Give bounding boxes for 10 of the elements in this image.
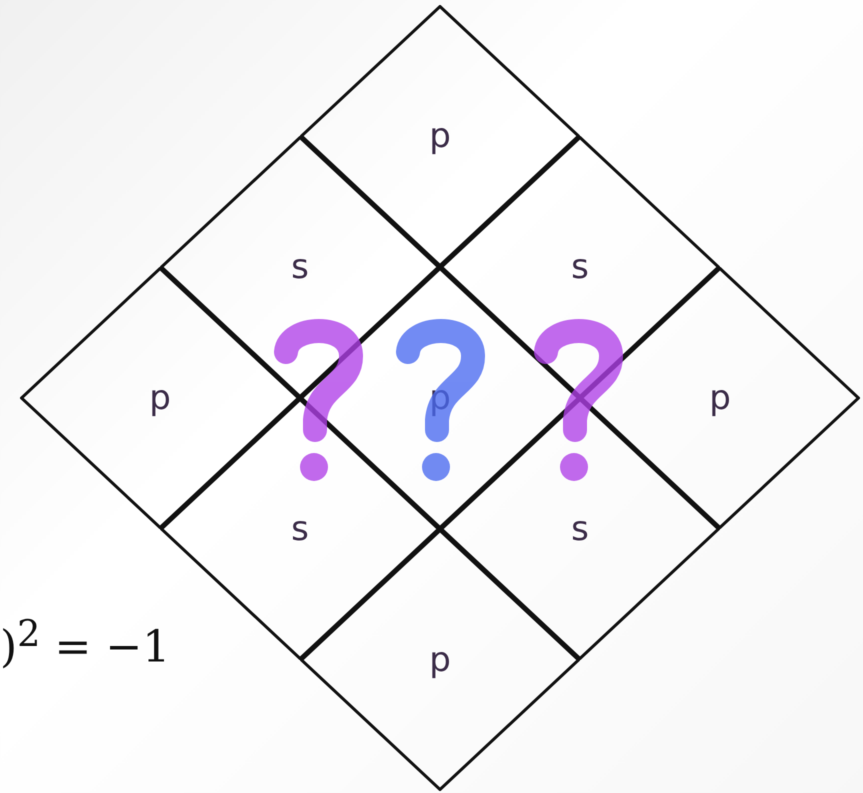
cell-letter: p <box>148 378 172 418</box>
cell-letter: p <box>428 378 452 418</box>
cell-letter: s <box>570 247 590 287</box>
equation-text: )$^{2}$ = −1 <box>0 612 170 673</box>
cell-letter: p <box>428 640 452 680</box>
cell-letter: s <box>290 247 310 287</box>
cell-letter: p <box>708 378 732 418</box>
cell-letter: s <box>570 509 590 549</box>
cell-letter: p <box>428 116 452 156</box>
cell-letter: s <box>290 509 310 549</box>
